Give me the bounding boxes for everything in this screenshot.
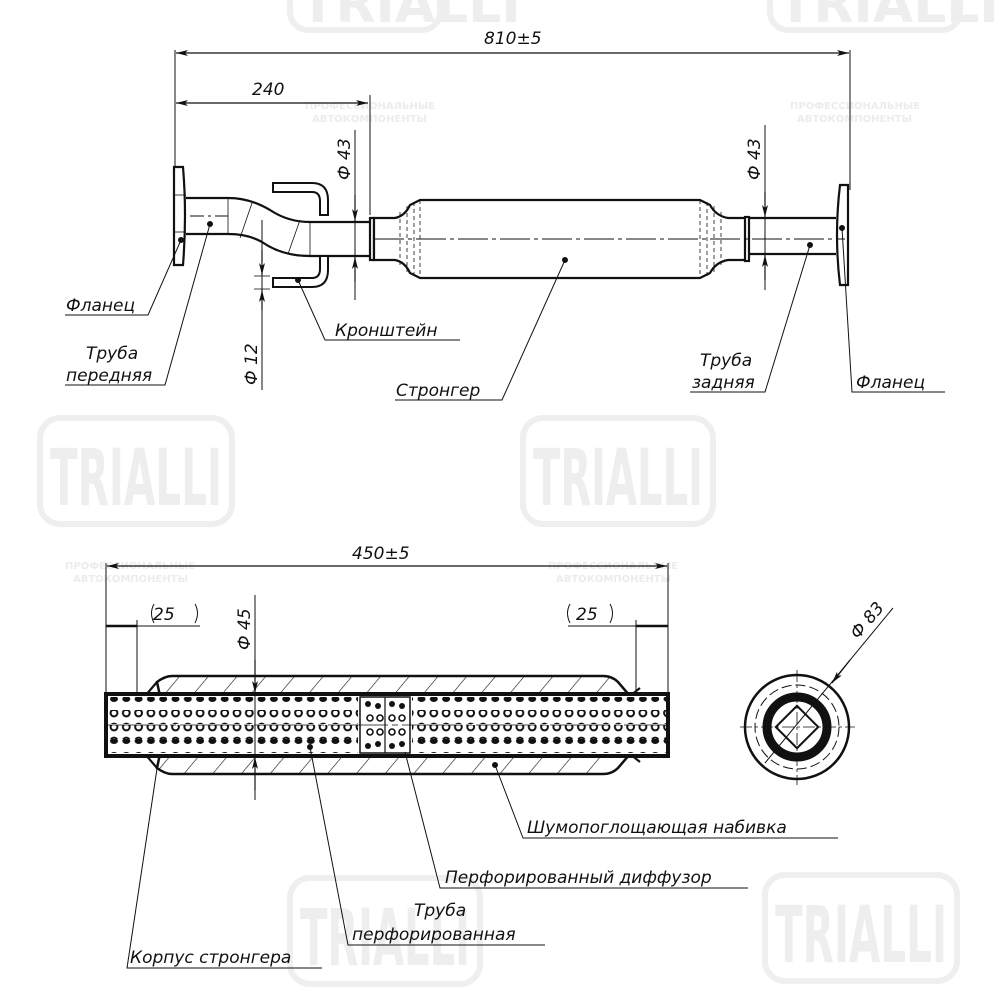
watermark-tagline: ПРОФЕССИОНАЛЬНЫЕ [790,101,920,112]
dim-front-pipe-diameter: Ф 43 [335,138,355,180]
watermark-logo-bottom-center: TRIALLI [287,875,483,987]
watermark-brand-text: TRIALLI [775,891,947,981]
watermark-logo-bottom-right: TRIALLI [762,872,960,984]
watermark-logo-mid-center: TRIALLI [520,415,716,527]
label-flange-rear: Фланец [856,373,925,393]
dim-front-length: 240 [252,80,284,100]
watermark-brand-text: TRIALLI [778,0,999,35]
label-perforated-pipe-line2: перфорированная [352,925,516,945]
dim-rear-pipe-diameter: Ф 43 [745,138,765,180]
dim-left-neck: 25 [153,605,175,625]
dim-right-neck: 25 [576,605,598,625]
watermark-tagline: АВТОКОМПОНЕНТЫ [312,114,427,125]
label-sound-absorbing-fill: Шумопоглощающая набивка [527,818,787,838]
label-pipe-front-line2: передняя [66,366,152,386]
label-stronger: Стронгер [396,381,480,401]
label-body: Корпус стронгера [130,948,291,968]
assembly-top-view [65,50,945,401]
label-bracket: Кронштейн [335,321,437,341]
label-pipe-rear-line2: задняя [692,373,755,393]
watermark-brand-text: TRIALLI [300,894,470,984]
paren-marks [151,603,613,624]
watermark-tagline: АВТОКОМПОНЕНТЫ [797,114,912,125]
watermark-logo-top-right: TRIALLI [767,0,999,35]
dim-inner-diameter: Ф 45 [235,608,255,650]
dim-body-length: 450±5 [352,544,410,564]
watermark-tagline: АВТОКОМПОНЕНТЫ [556,574,671,585]
dim-bracket-diameter: Ф 12 [242,343,262,385]
watermark-tagline: АВТОКОМПОНЕНТЫ [73,574,188,585]
watermark-brand-text: TRIALLI [50,434,222,524]
watermark-group: TRIALLI TRIALLI TRIALLI TRIALLI TRIALLI … [37,0,999,987]
watermark-logo-mid-left: TRIALLI [37,415,235,527]
label-pipe-rear-line1: Труба [700,351,752,371]
label-perforated-pipe-line1: Труба [414,901,466,921]
label-pipe-front-line1: Труба [86,344,138,364]
label-flange-front: Фланец [66,296,135,316]
watermark-brand-text: TRIALLI [300,0,521,35]
label-perforated-diffuser: Перфорированный диффузор [445,868,712,888]
watermark-brand-text: TRIALLI [533,434,703,524]
stronger-section-view [104,563,894,969]
watermark-logo-top-left: TRIALLI [287,0,521,35]
dim-overall-length: 810±5 [484,29,542,49]
